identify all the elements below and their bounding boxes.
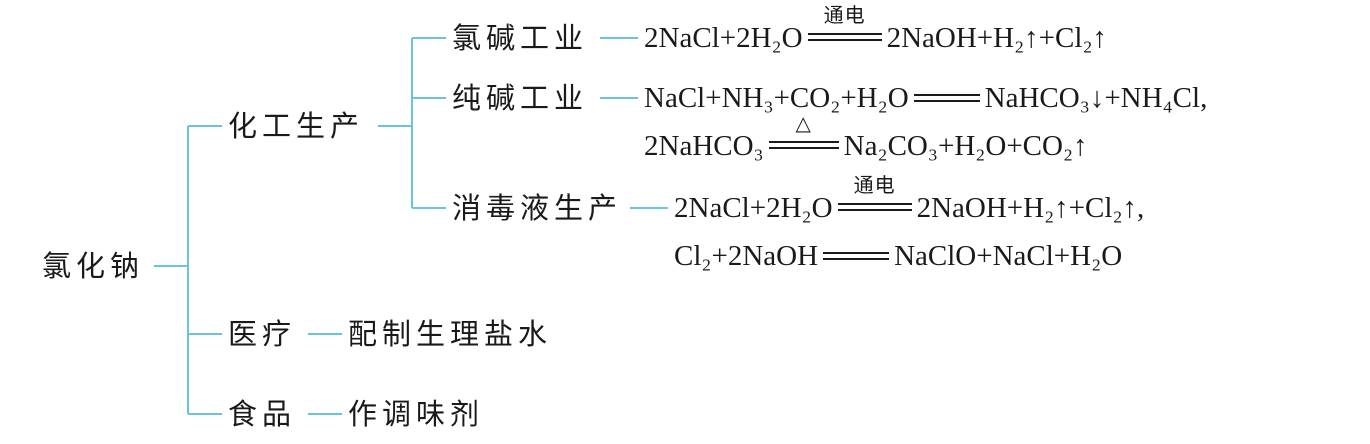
equation-reactant: 2NaCl+2H₂O [674,192,833,224]
branch-food-label: 食品 [228,397,297,431]
equation-product: Na₂CO₃+H₂O+CO₂↑ [843,130,1088,162]
double-line [768,141,839,149]
equation-chloralkali: 2NaCl+2H₂O 通电 2NaOH+H₂↑+Cl₂↑ [644,3,1108,55]
reaction-condition: 通电 [853,173,896,197]
food-use-text: 作调味剂 [348,397,485,431]
equation-soda-2: 2NaHCO₃ △ Na₂CO₃+H₂O+CO₂↑ [644,111,1088,163]
reaction-sign: △ [768,111,839,155]
sub-chloralkali-label: 氯碱工业 [452,21,589,55]
branch-chemical-label: 化工生产 [228,109,365,143]
equation-reactant: 2NaCl+2H₂O [644,22,803,54]
reaction-sign: 通电 [837,173,912,217]
equation-reactant: 2NaHCO₃ [644,130,764,162]
equation-product: NaClO+NaCl+H₂O [894,240,1123,272]
sub-soda-label: 纯碱工业 [452,81,589,115]
double-line [823,252,890,260]
equation-disinfectant-2: Cl₂+2NaOH NaClO+NaCl+H₂O [674,239,1122,273]
double-line [913,94,980,102]
equation-disinfectant-1: 2NaCl+2H₂O 通电 2NaOH+H₂↑+Cl₂↑, [674,173,1145,225]
double-line [807,33,882,41]
equation-product: NaHCO₃↓+NH₄Cl, [984,82,1208,114]
medical-use-text: 配制生理盐水 [348,317,553,351]
double-line [837,203,912,211]
root-label: 氯化钠 [42,249,145,283]
equation-soda-1: NaCl+NH₃+CO₂+H₂O NaHCO₃↓+NH₄Cl, [644,81,1207,115]
reaction-condition: 通电 [823,3,866,27]
reaction-sign: 通电 [807,3,882,47]
equation-reactant: Cl₂+2NaOH [674,240,819,272]
branch-medical-label: 医疗 [228,317,297,351]
equation-reactant: NaCl+NH₃+CO₂+H₂O [644,82,909,114]
reaction-sign [913,87,980,107]
reaction-sign [823,245,890,265]
equation-product: 2NaOH+H₂↑+Cl₂↑, [916,192,1145,224]
reaction-condition: △ [795,111,812,135]
equation-product: 2NaOH+H₂↑+Cl₂↑ [886,22,1108,54]
sub-disinfectant-label: 消毒液生产 [452,191,623,225]
